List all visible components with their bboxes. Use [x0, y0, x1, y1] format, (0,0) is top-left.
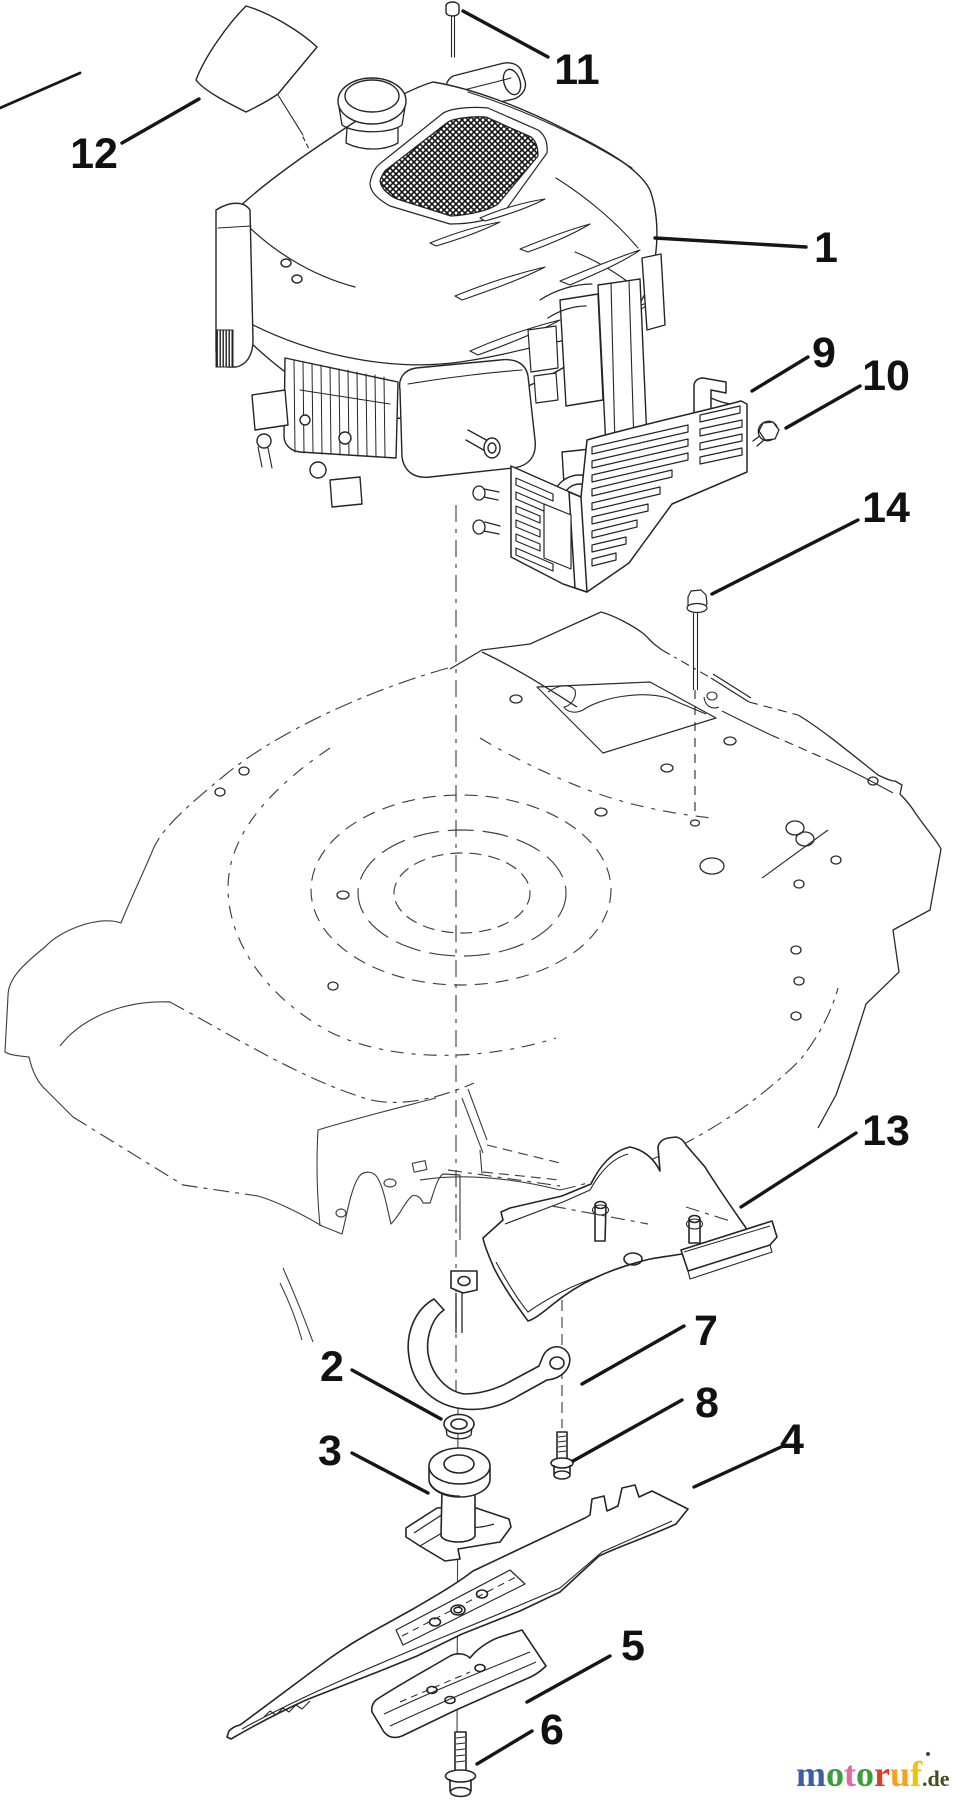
svg-text:6: 6 [540, 1706, 564, 1754]
svg-text:5: 5 [621, 1622, 645, 1670]
svg-text:2: 2 [320, 1343, 344, 1391]
svg-text:9: 9 [812, 329, 836, 377]
svg-text:11: 11 [554, 46, 599, 94]
svg-text:14: 14 [862, 484, 910, 532]
svg-text:3: 3 [318, 1427, 342, 1475]
svg-text:motoruf.de: motoruf.de [796, 1754, 950, 1794]
svg-text:13: 13 [862, 1107, 910, 1155]
svg-text:7: 7 [694, 1307, 718, 1355]
svg-text:8: 8 [695, 1379, 719, 1427]
svg-text:12: 12 [70, 130, 118, 178]
svg-text:1: 1 [814, 224, 838, 272]
svg-text:10: 10 [862, 352, 910, 400]
svg-text:4: 4 [780, 1416, 804, 1464]
